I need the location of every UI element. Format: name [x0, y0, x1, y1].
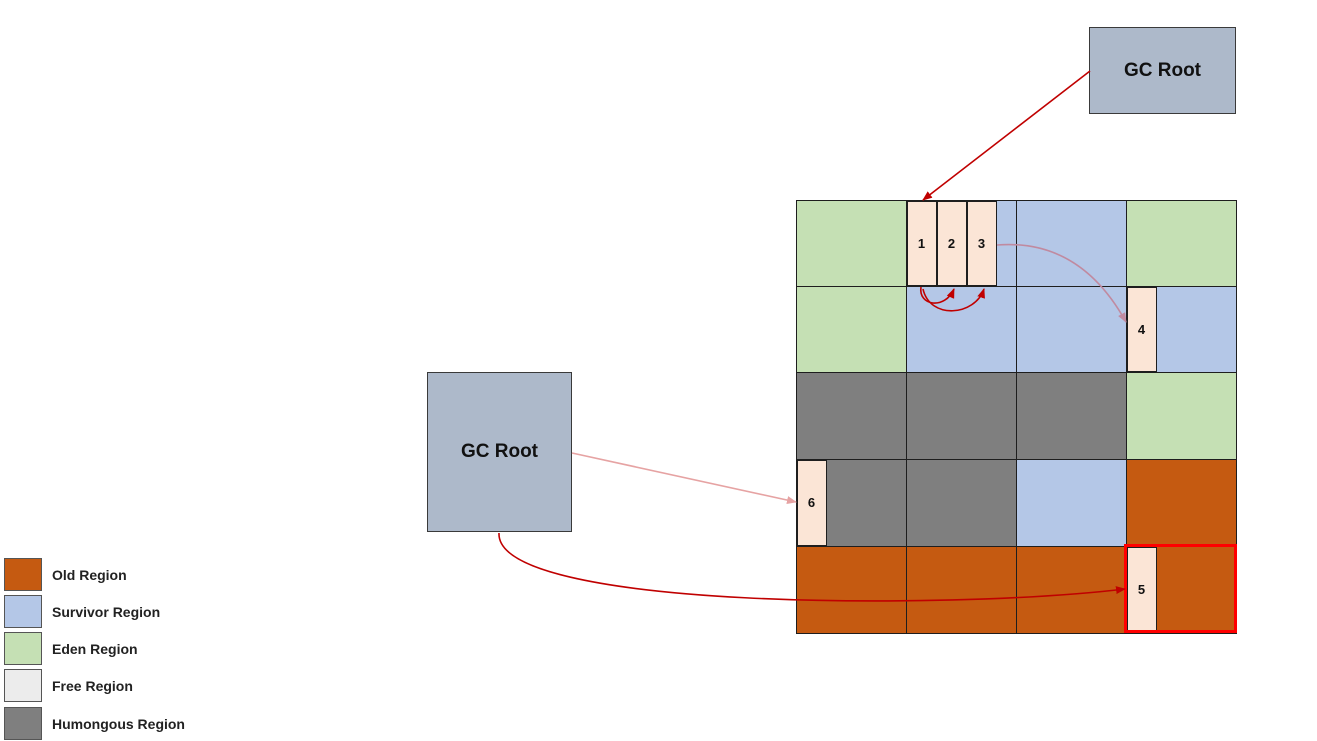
- object-6: 6: [796, 459, 827, 546]
- gc-root-top: GC Root: [1089, 27, 1236, 114]
- legend-label: Free Region: [52, 678, 133, 694]
- legend-swatch-survivor: [4, 595, 42, 628]
- arrow-object-1-to-object-3: [922, 288, 985, 312]
- region-survivor: [905, 285, 1017, 373]
- legend-item-survivor: Survivor Region: [4, 595, 264, 629]
- region-survivor: [1015, 285, 1127, 373]
- region-old: [795, 545, 907, 634]
- gc-root-left-label: GC Root: [460, 441, 539, 462]
- object-5: 5: [1126, 546, 1157, 633]
- region-humongous: [905, 371, 1017, 460]
- region-eden: [1125, 371, 1237, 460]
- region-old: [1015, 545, 1127, 634]
- legend-swatch-old: [4, 558, 42, 591]
- region-eden: [1125, 199, 1237, 287]
- gc-root-left: GC Root: [427, 372, 572, 532]
- region-survivor: [1015, 199, 1127, 287]
- region-old: [905, 545, 1017, 634]
- region-humongous: [1015, 371, 1127, 460]
- region-humongous: [905, 458, 1017, 547]
- legend-item-eden: Eden Region: [4, 632, 264, 666]
- legend-item-old: Old Region: [4, 558, 264, 592]
- legend-swatch-humongous: [4, 707, 42, 740]
- object-2: 2: [936, 200, 967, 286]
- region-humongous: 6: [795, 458, 907, 547]
- legend-label: Survivor Region: [52, 604, 161, 620]
- region-old: [1125, 458, 1237, 547]
- arrow-object-3-to-object-4: [996, 243, 1127, 323]
- legend-item-humongous: Humongous Region: [4, 707, 264, 741]
- arrow-gc-root-top-to-object-1: [922, 70, 1091, 201]
- gc-root-top-label: GC Root: [1123, 59, 1202, 81]
- legend-label: Eden Region: [52, 641, 138, 657]
- arrow-gc-root-left-to-object-6: [571, 452, 797, 504]
- object-3: 3: [966, 200, 997, 286]
- arrow-object-1-to-object-2: [920, 286, 955, 304]
- object-1: 1: [906, 200, 937, 286]
- legend-item-free: Free Region: [4, 669, 264, 703]
- legend-swatch-free: [4, 669, 42, 702]
- legend-label: Humongous Region: [52, 716, 185, 732]
- region-eden: [795, 199, 907, 287]
- legend-label: Old Region: [52, 567, 127, 583]
- arrow-gc-root-left-to-object-5: [498, 532, 1126, 602]
- region-old: 5: [1125, 545, 1237, 634]
- region-survivor: [1015, 458, 1127, 547]
- legend-swatch-eden: [4, 632, 42, 665]
- object-4: 4: [1126, 286, 1157, 372]
